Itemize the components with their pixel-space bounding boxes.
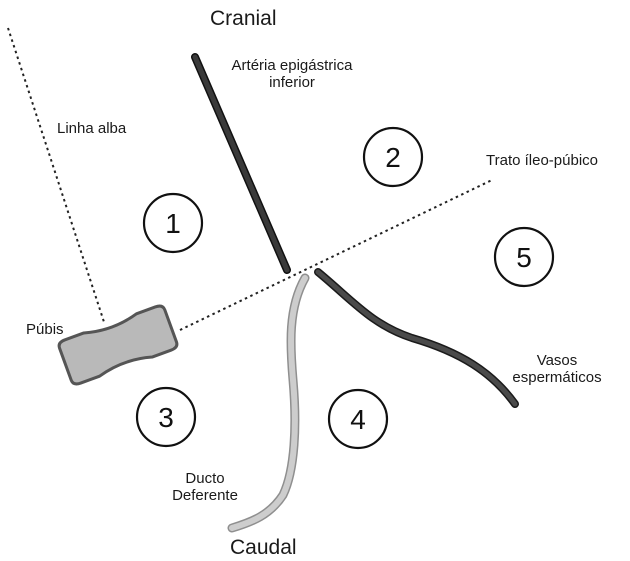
arteria-label-line2: inferior xyxy=(269,74,315,91)
cranial-label: Cranial xyxy=(210,7,277,30)
vasos-label-line1: Vasos xyxy=(536,352,578,369)
caudal-label: Caudal xyxy=(230,536,297,559)
arteria-label-line1: Artéria epigástrica xyxy=(231,57,353,74)
ducto-label-line2: Deferente xyxy=(172,487,238,504)
linha-alba-line xyxy=(7,27,105,323)
zone-5: 5 xyxy=(493,226,555,288)
linha-alba-label: Linha alba xyxy=(57,120,127,137)
zone-3: 3 xyxy=(135,386,197,448)
trato-ileo-pubico-line xyxy=(179,179,493,331)
zone-1-number: 1 xyxy=(165,208,181,239)
pubis-bone xyxy=(57,304,179,386)
zone-1: 1 xyxy=(142,192,204,254)
ducto-deferente-label: Ducto Deferente xyxy=(160,470,250,504)
trato-ileo-pubico-label: Trato íleo-púbico xyxy=(486,152,599,169)
ducto-label-line1: Ducto xyxy=(185,470,225,487)
pubis-label: Púbis xyxy=(26,321,64,338)
vasos-espermaticos-label: Vasos espermáticos xyxy=(497,352,617,386)
zone-4-number: 4 xyxy=(350,404,366,435)
zone-4: 4 xyxy=(327,388,389,450)
zone-2-number: 2 xyxy=(385,142,401,173)
zone-3-number: 3 xyxy=(158,402,174,433)
zone-2: 2 xyxy=(362,126,424,188)
arteria-epigastrica-label: Artéria epigástrica inferior xyxy=(212,57,372,91)
vasos-label-line2: espermáticos xyxy=(512,369,602,386)
zone-5-number: 5 xyxy=(516,242,532,273)
